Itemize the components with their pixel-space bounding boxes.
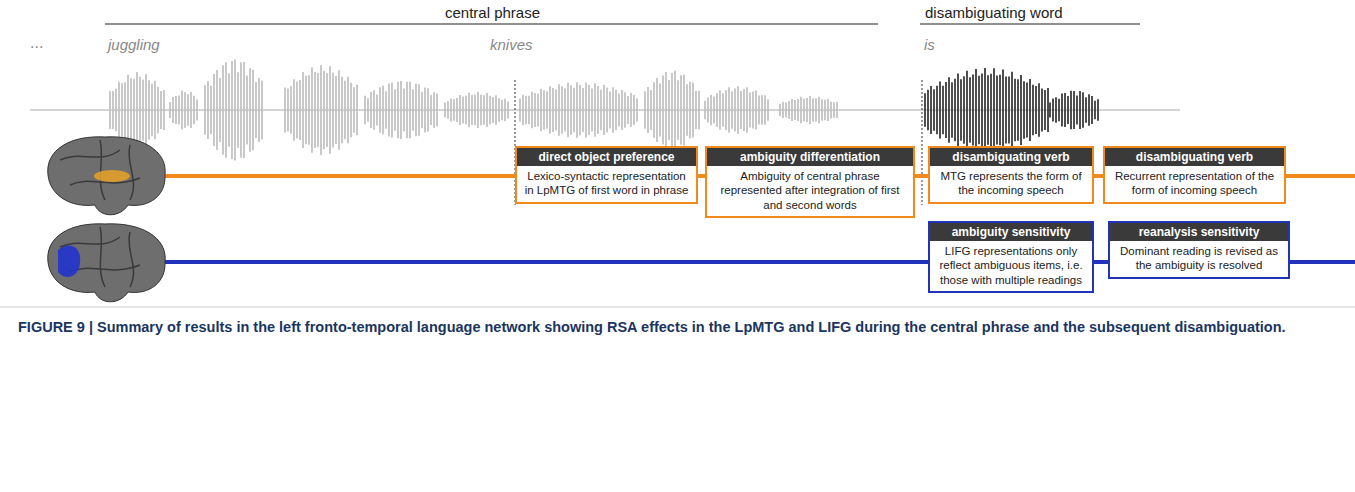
result-box: ambiguity sensitivityLIFG representation… xyxy=(928,221,1094,293)
box-heading: disambiguating verb xyxy=(930,148,1092,166)
divider xyxy=(0,307,1355,308)
box-body: MTG represents the form of the incoming … xyxy=(930,166,1092,202)
box-body: LIFG representations only reflect ambigu… xyxy=(930,241,1092,291)
box-body: Lexico-syntactic representation in LpMTG… xyxy=(517,166,696,202)
box-body: Ambiguity of central phrase represented … xyxy=(707,166,913,216)
baseline xyxy=(30,110,1180,111)
label: central phrase xyxy=(445,4,540,21)
result-box: ambiguity differentiationAmbiguity of ce… xyxy=(705,146,915,218)
box-body: Recurrent representation of the form of … xyxy=(1105,166,1284,202)
box-body: Dominant reading is revised as the ambig… xyxy=(1110,241,1288,277)
onset-marker xyxy=(922,80,923,205)
label: knives xyxy=(490,36,533,53)
box-heading: ambiguity differentiation xyxy=(707,148,913,166)
result-box: reanalysis sensitivityDominant reading i… xyxy=(1108,221,1290,279)
label: is xyxy=(924,36,935,53)
label: juggling xyxy=(108,36,160,53)
brain xyxy=(48,137,165,215)
result-box: disambiguating verbMTG represents the fo… xyxy=(928,146,1094,204)
span-line xyxy=(920,23,1140,24)
span-line xyxy=(105,23,878,24)
box-heading: direct object preference xyxy=(517,148,696,166)
box-heading: disambiguating verb xyxy=(1105,148,1284,166)
caption: FIGURE 9 | Summary of results in the lef… xyxy=(18,318,1328,337)
result-box: direct object preferenceLexico-syntactic… xyxy=(515,146,698,204)
label: ... xyxy=(30,34,43,52)
brain xyxy=(48,224,165,302)
box-heading: reanalysis sensitivity xyxy=(1110,223,1288,241)
result-box: disambiguating verbRecurrent representat… xyxy=(1103,146,1286,204)
box-heading: ambiguity sensitivity xyxy=(930,223,1092,241)
label: disambiguating word xyxy=(925,4,1063,21)
